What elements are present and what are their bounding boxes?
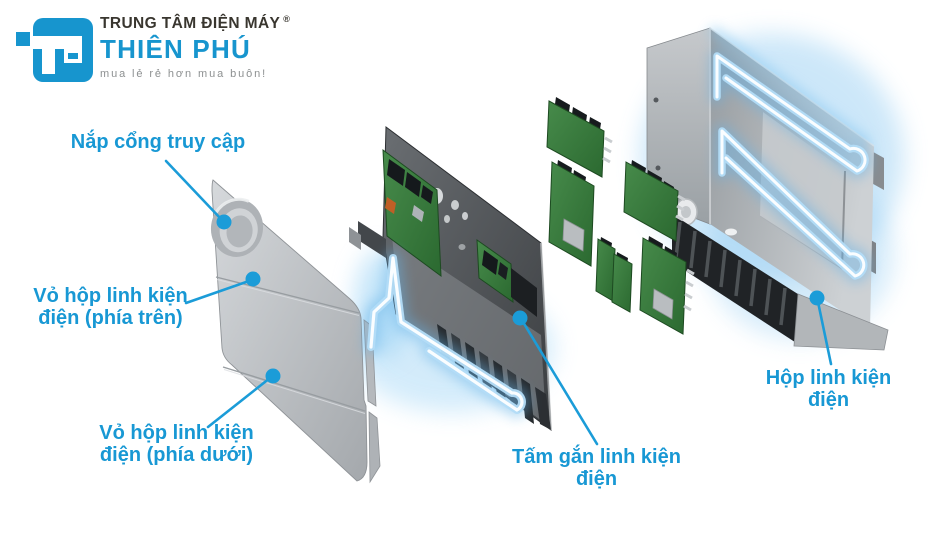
mounting-plate-illustration — [349, 126, 552, 432]
label-upper-cover-line1: Vỏ hộp linh kiện — [33, 285, 188, 307]
logo-line1: TRUNG TÂM ĐIỆN MÁY® — [100, 14, 290, 33]
label-upper-cover-line2: điện (phía trên) — [38, 307, 183, 330]
access-port-ring — [210, 197, 264, 257]
dot-lower-cover — [265, 368, 281, 384]
leader-lines — [164, 159, 833, 446]
glowing-loops — [708, 25, 873, 284]
label-lower-cover: Vỏ hộp linh kiện điện (phía dưới) — [94, 422, 259, 467]
leader-access-port-cover — [164, 159, 223, 221]
logo-text: TRUNG TÂM ĐIỆN MÁY® THIÊN PHÚ mua lẻ rẻ … — [100, 14, 290, 80]
logo-brand-name: THIÊN PHÚ — [100, 34, 251, 64]
leader-upper-cover — [184, 279, 251, 305]
logo-tagline: mua lẻ rẻ hơn mua buôn! — [100, 68, 268, 80]
logo: TRUNG TÂM ĐIỆN MÁY® THIÊN PHÚ mua lẻ rẻ … — [16, 8, 316, 92]
label-lower-cover-line2: điện (phía dưới) — [99, 444, 254, 467]
label-mounting-plate: Tấm gắn linh kiện điện — [494, 446, 699, 491]
label-upper-cover: Vỏ hộp linh kiện điện (phía trên) — [28, 285, 193, 330]
label-component-box-text: Hộp linh kiện điện — [765, 367, 892, 412]
glowing-pipe — [363, 250, 530, 418]
thien-phu-logo-icon — [16, 18, 93, 82]
label-component-box: Hộp linh kiện điện — [746, 367, 911, 412]
leader-mounting-plate — [521, 320, 599, 446]
dot-mounting-plate — [512, 310, 528, 326]
logo-line1-text: TRUNG TÂM ĐIỆN MÁY — [100, 15, 281, 32]
registered-mark: ® — [283, 14, 291, 24]
dot-upper-cover — [245, 271, 261, 287]
leader-component-box — [816, 300, 833, 366]
dot-access-port-cover — [216, 214, 232, 230]
label-access-port-cover-text: Nắp cổng truy cập — [70, 131, 246, 153]
component-box-illustration — [646, 25, 889, 351]
pcb-boards-illustration — [546, 97, 695, 335]
dot-component-box — [809, 290, 825, 306]
label-access-port-cover: Nắp cổng truy cập — [58, 131, 258, 153]
label-mounting-plate-text: Tấm gắn linh kiện điện — [512, 446, 681, 491]
cover-panels-illustration — [210, 179, 381, 484]
label-lower-cover-line1: Vỏ hộp linh kiện — [99, 422, 254, 444]
leader-lower-cover — [206, 376, 272, 429]
